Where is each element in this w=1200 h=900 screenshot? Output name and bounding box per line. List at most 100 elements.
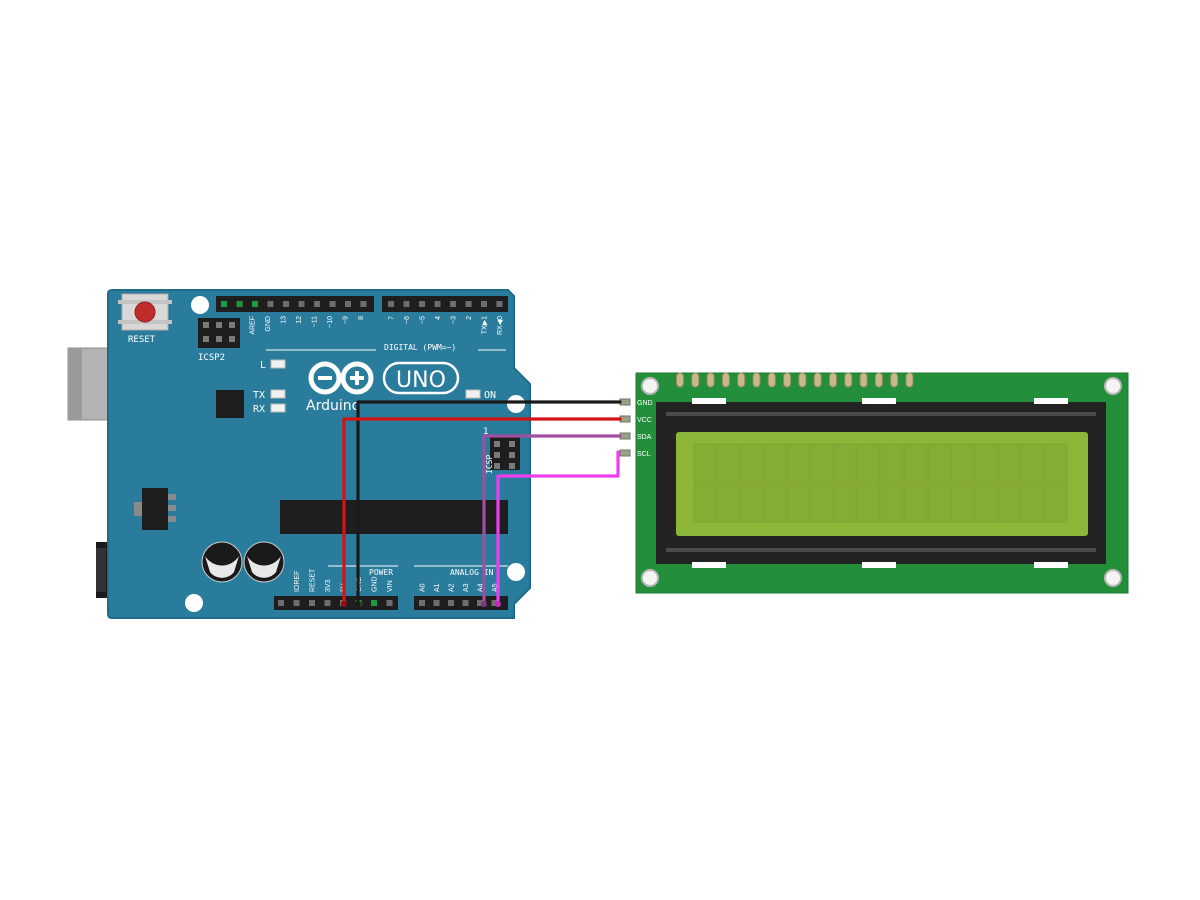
digital-pin	[236, 301, 243, 307]
analog-pin	[433, 600, 440, 606]
analog-pin-label: A5	[492, 583, 499, 592]
lcd-character-cell	[1044, 443, 1068, 483]
lcd-pin-pad	[844, 372, 853, 388]
lcd-character-cell	[1021, 443, 1044, 483]
lcd-character-cell	[740, 443, 764, 483]
analog-pin	[477, 600, 483, 606]
lcd-character-cell	[693, 443, 717, 483]
power-header	[274, 596, 398, 610]
capacitor	[243, 541, 285, 583]
lcd-pin-pad	[829, 372, 837, 388]
digital-pin	[283, 301, 289, 307]
power-pin-label: VIN	[387, 580, 394, 592]
mounting-hole	[185, 594, 203, 612]
digital-pin-label: 2	[466, 316, 473, 320]
wires	[341, 400, 622, 607]
lcd-character-cell	[857, 483, 881, 523]
digital-header-right	[382, 296, 508, 312]
wire-vcc	[342, 417, 622, 606]
power-pin	[293, 600, 300, 606]
board-pcb	[107, 289, 531, 619]
analog-pin-label: A2	[449, 583, 456, 592]
led-tx-label: TX	[253, 390, 265, 401]
lcd-pin-label: VCC	[637, 417, 652, 424]
lcd-pin-pad	[706, 372, 715, 388]
lcd-pin-pad	[859, 372, 868, 388]
lcd-i2c-pin	[619, 449, 631, 457]
analog-label: ANALOG IN	[450, 568, 494, 577]
lcd-pin-pad	[676, 372, 684, 388]
icsp2-label: ICSP2	[198, 353, 225, 363]
digital-pin-label: 13	[281, 316, 288, 324]
lcd-character-cell	[1044, 483, 1068, 523]
wire-sda	[482, 434, 622, 606]
power-pin	[386, 600, 393, 606]
icsp-header	[490, 436, 520, 470]
lcd-character-cell	[717, 483, 740, 523]
wire-gnd	[356, 400, 622, 606]
power-pin-label: RESET	[310, 568, 317, 592]
power-pin-label: 3V3	[325, 579, 332, 592]
mounting-hole	[507, 395, 525, 413]
analog-pin-label: A4	[478, 583, 485, 592]
digital-pin-label: TX▶1	[482, 316, 489, 334]
digital-pin	[329, 301, 336, 307]
power-pin-label: GND	[372, 576, 379, 592]
digital-pin	[252, 301, 258, 307]
lcd-character-cell	[763, 443, 787, 483]
power-pin	[278, 600, 284, 606]
lcd-pin-pad	[890, 372, 899, 388]
digital-header-left	[216, 296, 374, 312]
lcd-character-cell	[997, 443, 1021, 483]
digital-pin-label: AREF	[250, 316, 257, 335]
brand-label: Arduino	[306, 398, 360, 414]
uno-badge	[382, 361, 460, 395]
lcd-character-cell	[904, 443, 927, 483]
usb-chip	[216, 390, 244, 418]
digital-pin	[345, 301, 351, 307]
lcd-character-cell	[974, 443, 998, 483]
led-l	[270, 359, 286, 369]
lcd-character-cell	[951, 443, 974, 483]
digital-pin-label: 8	[358, 316, 365, 320]
digital-pin-label: GND	[265, 316, 272, 332]
lcd-pin-pad	[737, 372, 746, 388]
digital-pin-label: ~11	[312, 316, 319, 327]
led-tx	[270, 389, 286, 399]
lcd-character-cell	[1021, 483, 1044, 523]
lcd-character-cell	[927, 483, 951, 523]
lcd-character-cell	[717, 443, 740, 483]
digital-pin	[298, 301, 305, 307]
atmega-chip	[280, 500, 508, 534]
lcd-pin-pad	[721, 372, 730, 388]
lcd-mounting-hole	[1104, 377, 1122, 395]
digital-pin	[481, 301, 487, 307]
lcd-character-cell	[927, 443, 951, 483]
lcd-character-cell	[951, 483, 974, 523]
digital-pin-label: 7	[389, 316, 396, 320]
digital-pin-label: ~3	[451, 316, 458, 324]
analog-header	[414, 596, 508, 610]
lcd-character-cell	[810, 483, 834, 523]
power-pin	[309, 600, 315, 606]
power-pin	[371, 600, 377, 606]
icsp-pin-mark: 1	[483, 427, 488, 437]
digital-pin-label: RX◀0	[497, 316, 504, 335]
lcd-character-cell	[834, 443, 857, 483]
digital-pin	[403, 301, 410, 307]
reset-button[interactable]	[118, 293, 172, 331]
reset-label: RESET	[128, 335, 156, 345]
power-pin	[324, 600, 331, 606]
digital-pin-label: ~6	[404, 316, 411, 324]
digital-pin	[496, 301, 503, 307]
icsp2-header	[198, 318, 240, 348]
digital-pin-label: ~5	[420, 316, 427, 324]
lcd-character-cell	[787, 483, 810, 523]
mounting-hole	[191, 296, 209, 314]
digital-pin-label: 12	[296, 316, 303, 324]
capacitor	[201, 541, 243, 583]
digital-label: DIGITAL (PWM=~)	[384, 343, 456, 352]
